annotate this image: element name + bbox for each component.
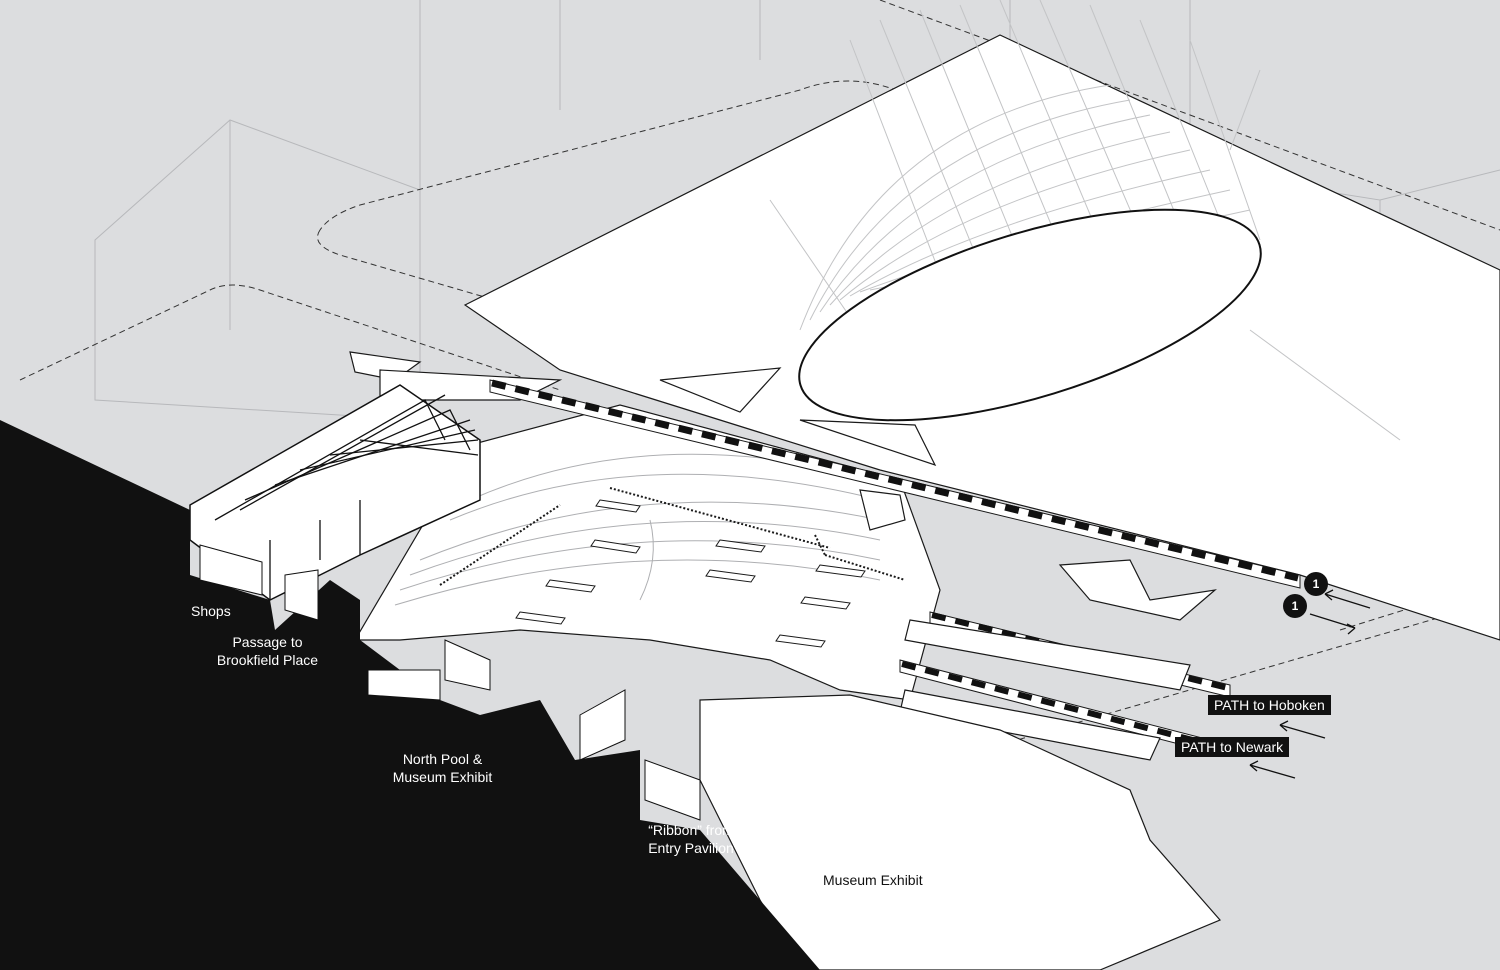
marker-lower: 1 [1283,594,1307,618]
label-passage-line1: Passage to [232,634,303,650]
plaza-fragments [349,351,937,467]
label-passage-line2: Brookfield Place [216,652,319,668]
label-museum-exhibit: Museum Exhibit [823,872,923,888]
label-ribbon-line2: Entry Pavilion [648,840,734,856]
shops-frames [214,394,479,600]
label-north-pool-line2: Museum Exhibit [392,769,493,785]
oculus-ellipse [798,208,1262,422]
marker-upper: 1 [1304,572,1328,596]
balustrades [439,487,906,586]
label-ribbon-line1: “Ribbon” from [648,822,734,838]
concourse-benches [515,499,866,648]
label-ribbon: “Ribbon” from Entry Pavilion [637,821,745,857]
label-north-pool: North Pool & Museum Exhibit [385,750,500,786]
direction-arrows [1249,589,1371,779]
museum-exhibit-plate [699,694,1222,970]
label-shops: Shops [191,603,231,619]
tag-path-hoboken: PATH to Hoboken [1208,695,1331,715]
section-openings [199,544,701,821]
tag-path-newark: PATH to Newark [1175,737,1290,757]
label-passage: Passage to Brookfield Place [205,633,330,669]
label-north-pool-line1: North Pool & [402,751,483,767]
platform-slabs [859,489,1217,761]
